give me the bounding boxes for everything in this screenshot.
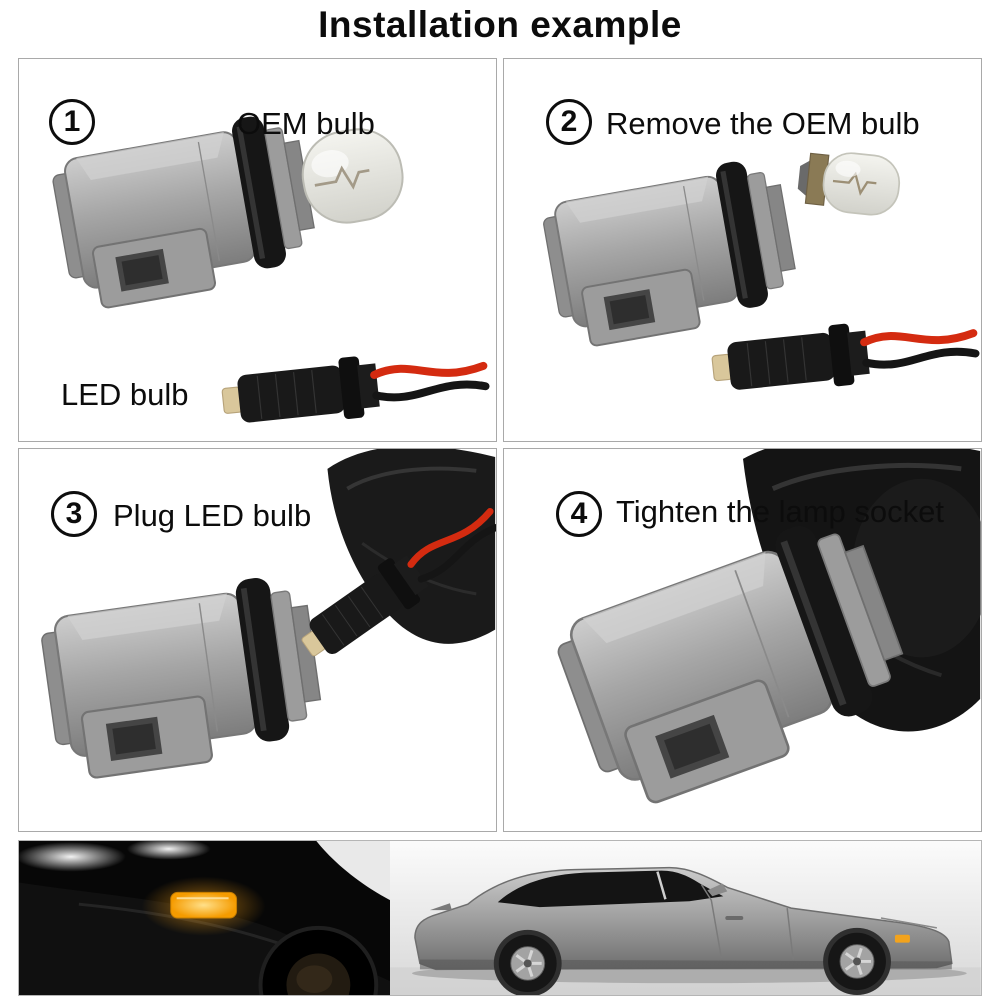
step-2-badge: 2 [546, 99, 592, 145]
step-1-number: 1 [63, 105, 81, 138]
rear-wheel [494, 929, 562, 995]
headlight-glare [19, 841, 126, 872]
car-windows [498, 870, 724, 908]
front-wheel [823, 927, 892, 995]
empty-lamp-socket [537, 153, 804, 352]
amber-side-marker [170, 891, 238, 919]
step-4-number: 4 [570, 497, 588, 530]
led-bulb-with-wires [710, 310, 977, 399]
step-3-label: Plug LED bulb [113, 498, 312, 533]
panel-step-3: 3 Plug LED bulb [18, 448, 497, 832]
step-1-badge: 1 [49, 99, 95, 145]
steps-grid: 1 OEM bulb LED bulb 2 Remove the OEM bul… [18, 58, 982, 832]
step-4-label: Tighten the lamp socket [616, 494, 944, 529]
step-3-badge: 3 [51, 491, 97, 537]
led-bulb-with-wires [220, 343, 487, 432]
step-3-number: 3 [65, 497, 83, 530]
step-2-number: 2 [560, 105, 578, 138]
lamp-socket-inserted [544, 505, 923, 818]
step-4-badge: 4 [556, 491, 602, 537]
page-title: Installation example [318, 4, 682, 45]
lamp-housing [327, 449, 496, 644]
plug-led-bulb-illustration [36, 449, 496, 784]
headlight-glare [126, 841, 211, 860]
car-side-profile-photo [390, 841, 981, 995]
led-bulb-label: LED bulb [61, 377, 189, 412]
side-marker-night-photo [19, 841, 391, 995]
amber-side-marker [895, 934, 911, 943]
removed-oem-bulb [794, 146, 904, 219]
panel-step-2: 2 Remove the OEM bulb [503, 58, 982, 442]
product-photo-strip [18, 840, 982, 996]
panel-step-4: 4 Tighten the lamp socket [503, 448, 982, 832]
tighten-lamp-socket-illustration [544, 449, 981, 818]
door-handle [725, 916, 744, 920]
side-mirror [707, 883, 728, 897]
photo-background-highlight [316, 841, 391, 901]
panel-step-1: 1 OEM bulb LED bulb [18, 58, 497, 442]
lamp-socket [36, 570, 328, 784]
step-1-label: OEM bulb [237, 106, 375, 141]
step-2-label: Remove the OEM bulb [606, 106, 920, 141]
